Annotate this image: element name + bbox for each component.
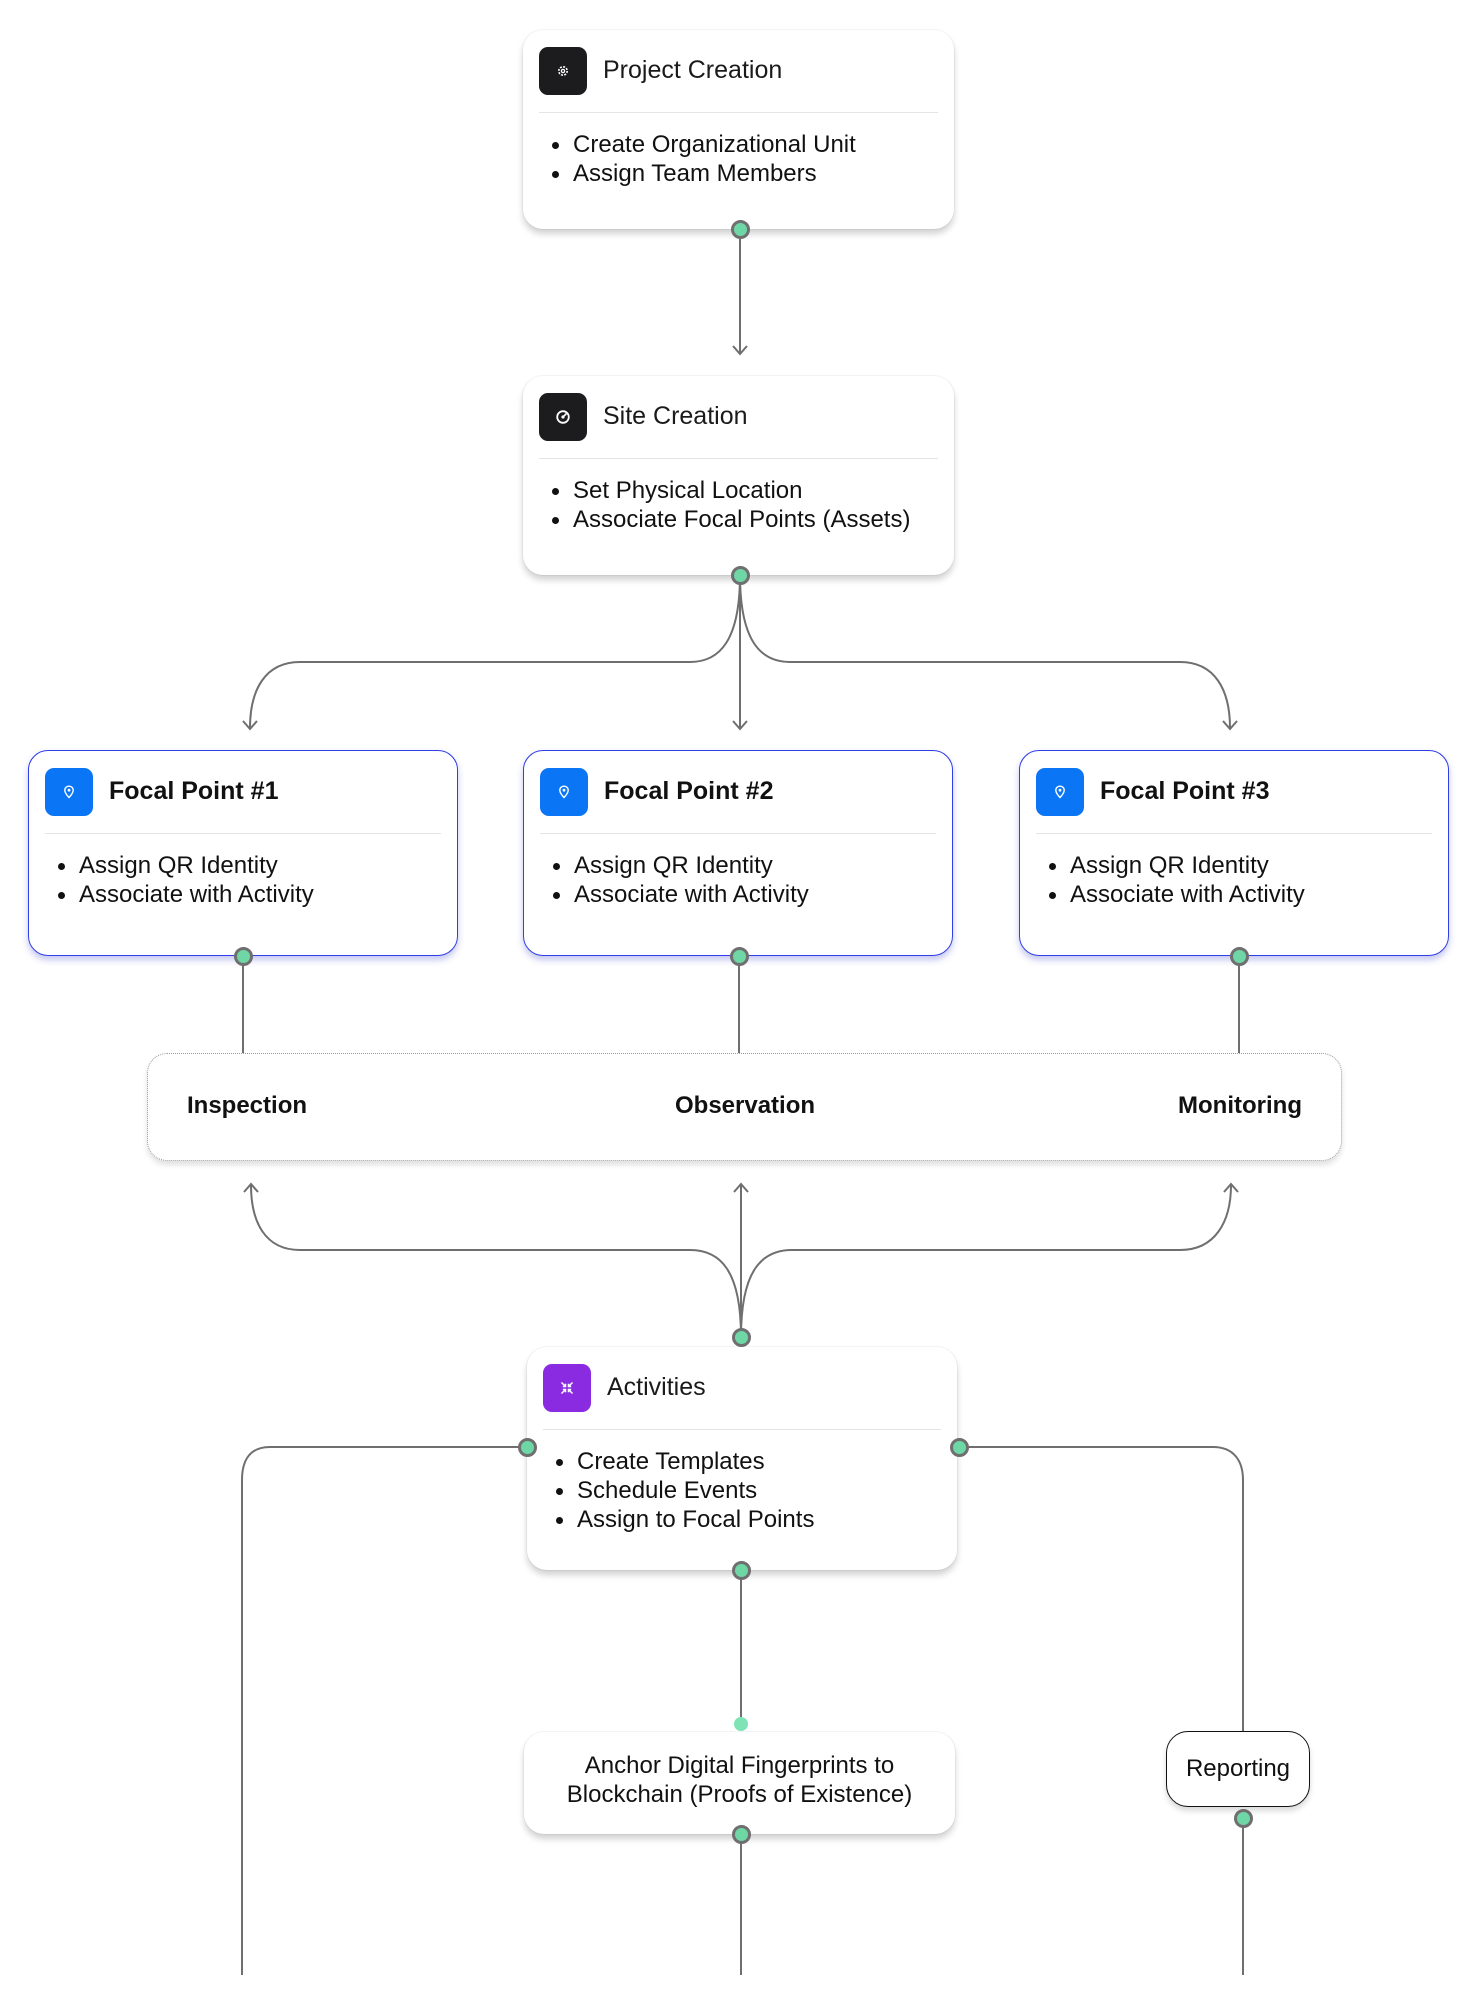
list-item: Create Templates <box>543 1447 949 1476</box>
connector-dot[interactable] <box>949 1437 969 1457</box>
divider <box>539 458 938 459</box>
list-item: Create Organizational Unit <box>539 130 946 159</box>
card-title: Focal Point #1 <box>109 777 279 805</box>
connector-activities-right <box>959 1446 1244 1737</box>
connector-dot[interactable] <box>734 1717 748 1731</box>
list-item: Assign Team Members <box>539 159 946 188</box>
divider <box>1036 833 1432 834</box>
project-creation-header: Project Creation <box>539 46 938 95</box>
connector-dot[interactable] <box>1229 946 1249 966</box>
connector-dot[interactable] <box>233 946 253 966</box>
list-item: Assign QR Identity <box>1036 851 1440 880</box>
site-creation-header: Site Creation <box>539 392 938 441</box>
map-pin-icon <box>45 767 93 816</box>
focal-point-header: Focal Point #2 <box>540 767 936 816</box>
list-item: Associate with Activity <box>45 880 449 909</box>
map-pin-icon <box>540 767 588 816</box>
connector-dot[interactable] <box>729 946 749 966</box>
arrowhead-observation <box>733 1182 749 1193</box>
card-task-list: Create Organizational Unit Assign Team M… <box>539 130 946 188</box>
arrowhead-focal-1 <box>242 720 258 731</box>
list-item: Assign QR Identity <box>540 851 944 880</box>
list-item: Assign QR Identity <box>45 851 449 880</box>
reporting-node[interactable]: Reporting <box>1166 1731 1310 1807</box>
list-item: Set Physical Location <box>539 476 946 505</box>
divider <box>540 833 936 834</box>
activity-type-inspection[interactable]: Inspection <box>187 1092 308 1119</box>
connector-activities-left <box>241 1446 527 1975</box>
target-icon <box>539 392 587 441</box>
list-item: Associate with Activity <box>540 880 944 909</box>
focal-point-2-card[interactable]: Focal Point #2 Assign QR Identity Associ… <box>523 750 953 956</box>
card-title: Site Creation <box>603 402 748 430</box>
card-task-list: Create Templates Schedule Events Assign … <box>543 1447 949 1534</box>
card-title: Focal Point #2 <box>604 777 774 805</box>
arrowhead-focal-3 <box>1222 720 1238 731</box>
arrowhead-inspection <box>243 1182 259 1193</box>
anchor-blockchain-card[interactable]: Anchor Digital Fingerprints to Blockchai… <box>524 1732 955 1834</box>
divider <box>45 833 441 834</box>
card-task-list: Assign QR Identity Associate with Activi… <box>540 851 944 909</box>
focal-point-header: Focal Point #3 <box>1036 767 1432 816</box>
divider <box>539 112 938 113</box>
activities-card[interactable]: Activities Create Templates Schedule Eve… <box>527 1347 957 1570</box>
connector-dot[interactable] <box>731 1327 751 1347</box>
connector-dot[interactable] <box>731 1560 751 1580</box>
project-creation-card[interactable]: Project Creation Create Organizational U… <box>523 30 954 229</box>
connector-activities-monitoring <box>740 1184 1232 1338</box>
activity-type-monitoring[interactable]: Monitoring <box>1178 1092 1302 1119</box>
activity-type-observation[interactable]: Observation <box>675 1092 816 1119</box>
card-task-list: Assign QR Identity Associate with Activi… <box>1036 851 1440 909</box>
connector-dot[interactable] <box>731 1824 751 1844</box>
focal-point-3-card[interactable]: Focal Point #3 Assign QR Identity Associ… <box>1019 750 1449 956</box>
arrowhead-site <box>732 345 748 356</box>
site-creation-card[interactable]: Site Creation Set Physical Location Asso… <box>523 376 954 575</box>
activities-header: Activities <box>543 1363 941 1412</box>
map-pin-icon <box>1036 767 1084 816</box>
connector-site-focal-3 <box>739 574 1231 729</box>
gear-icon <box>539 46 587 95</box>
connector-dot[interactable] <box>730 219 750 239</box>
card-title: Activities <box>607 1373 706 1401</box>
collapse-arrows-icon <box>543 1363 591 1412</box>
anchor-line: Blockchain (Proofs of Existence) <box>566 1781 913 1808</box>
focal-point-header: Focal Point #1 <box>45 767 441 816</box>
divider <box>543 1429 941 1430</box>
list-item: Associate with Activity <box>1036 880 1440 909</box>
connector-dot[interactable] <box>1233 1808 1253 1828</box>
card-title: Project Creation <box>603 56 783 84</box>
list-item: Assign to Focal Points <box>543 1505 949 1534</box>
arrowhead-focal-2 <box>732 720 748 731</box>
connector-activities-inspection <box>250 1184 742 1338</box>
anchor-line: Anchor Digital Fingerprints to <box>584 1752 895 1779</box>
list-item: Associate Focal Points (Assets) <box>539 505 946 534</box>
anchor-card-text: Anchor Digital Fingerprints to Blockchai… <box>524 1751 955 1809</box>
connector-dot[interactable] <box>517 1437 537 1457</box>
connector-dot[interactable] <box>730 565 750 585</box>
list-item: Schedule Events <box>543 1476 949 1505</box>
connector-site-focal-1 <box>249 574 741 729</box>
arrowhead-monitoring <box>1223 1182 1239 1193</box>
activity-types-bar: Inspection Observation Monitoring <box>147 1053 1342 1161</box>
card-title: Focal Point #3 <box>1100 777 1270 805</box>
card-task-list: Assign QR Identity Associate with Activi… <box>45 851 449 909</box>
card-task-list: Set Physical Location Associate Focal Po… <box>539 476 946 534</box>
focal-point-1-card[interactable]: Focal Point #1 Assign QR Identity Associ… <box>28 750 458 956</box>
